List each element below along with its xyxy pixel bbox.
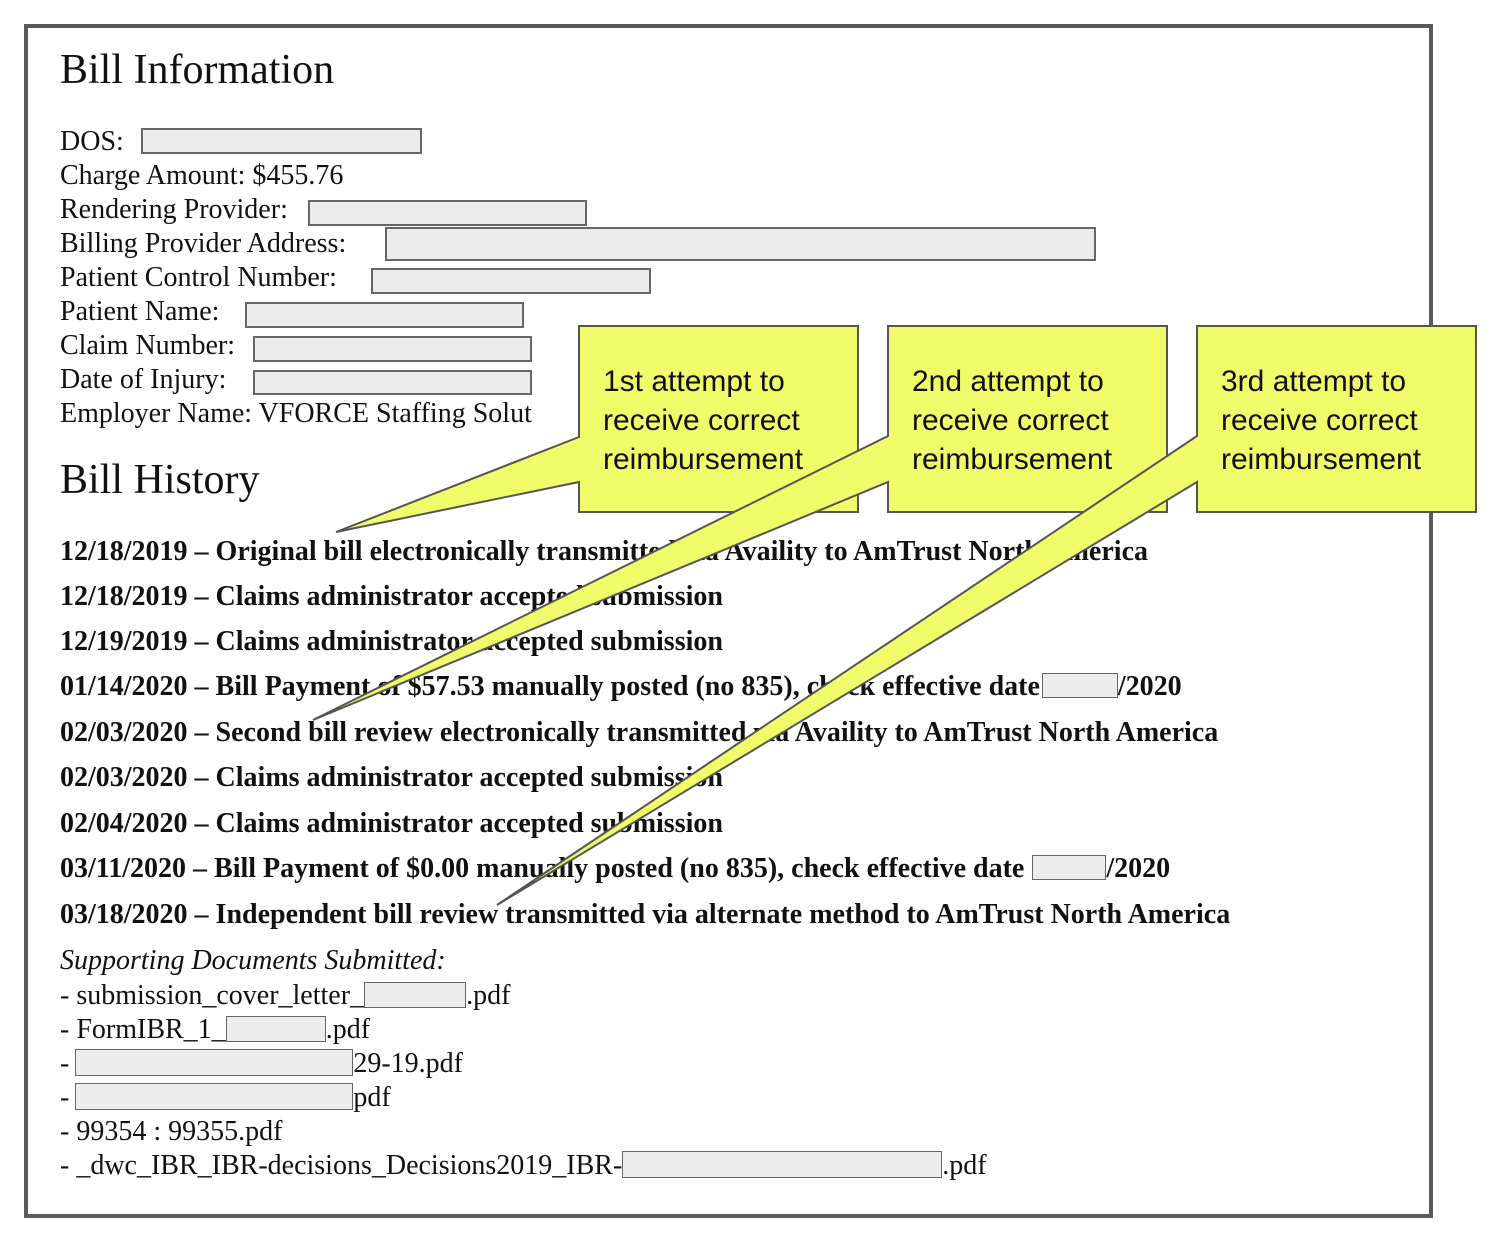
bill-information-title: Bill Information xyxy=(60,47,335,93)
history-entry: 02/03/2020 – Second bill review electron… xyxy=(60,717,1219,748)
callout-3-bubble xyxy=(496,325,1477,906)
doc-suffix: pdf xyxy=(353,1082,391,1113)
redacted-billing-address xyxy=(385,227,1096,261)
callout-2-text: 2nd attempt to receive correct reimburse… xyxy=(912,365,1113,476)
history-entry: 01/14/2020 – Bill Payment of $57.53 manu… xyxy=(60,671,1182,703)
callout-1-text: 1st attempt to receive correct reimburse… xyxy=(603,365,804,476)
history-entry: 12/18/2019 – Original bill electronicall… xyxy=(60,536,1148,567)
redacted-filename xyxy=(75,1083,354,1110)
bill-history-title: Bill History xyxy=(60,457,260,503)
redacted-patient-control-number xyxy=(371,268,651,294)
doc-suffix: 29-19.pdf xyxy=(353,1048,463,1079)
document-item: - submission_cover_letter_ .pdf xyxy=(60,980,510,1012)
billing-provider-address-label: Billing Provider Address: xyxy=(60,228,347,259)
employer-name: Employer Name: VFORCE Staffing Solut xyxy=(60,398,532,429)
history-entry: 03/18/2020 – Independent bill review tra… xyxy=(60,899,1231,930)
claim-number-label: Claim Number: xyxy=(60,330,235,361)
redacted-date xyxy=(1041,673,1118,698)
document-frame xyxy=(24,24,1433,1218)
doc-suffix: .pdf xyxy=(942,1150,987,1181)
redacted-filename xyxy=(225,1016,326,1042)
doc-suffix: .pdf xyxy=(325,1014,371,1045)
redacted-rendering-provider xyxy=(308,200,587,226)
doc-prefix: - xyxy=(60,1082,70,1113)
history-entry-suffix: /2020 xyxy=(1106,853,1171,884)
history-entry-suffix: /2020 xyxy=(1117,671,1182,702)
doc-prefix: - _dwc_IBR_IBR-decisions_Decisions2019_I… xyxy=(60,1150,623,1181)
redacted-dos xyxy=(141,128,422,154)
document-item: - pdf xyxy=(60,1082,391,1114)
supporting-documents-title: Supporting Documents Submitted: xyxy=(60,945,446,976)
redacted-date-of-injury xyxy=(253,370,532,395)
patient-name-label: Patient Name: xyxy=(60,296,220,327)
redacted-filename xyxy=(622,1151,943,1178)
callout-2-bubble xyxy=(312,325,1168,721)
doc-prefix: - submission_cover_letter_ xyxy=(60,980,365,1011)
redacted-patient-name xyxy=(245,302,524,328)
document-item: - FormIBR_1_ .pdf xyxy=(60,1014,370,1046)
charge-amount: Charge Amount: $455.76 xyxy=(60,160,344,191)
rendering-provider-label: Rendering Provider: xyxy=(60,194,288,225)
date-of-injury-label: Date of Injury: xyxy=(60,364,227,395)
doc-suffix: .pdf xyxy=(466,980,511,1011)
redacted-date xyxy=(1032,855,1107,880)
redacted-claim-number xyxy=(253,336,532,362)
doc-prefix: - FormIBR_1_ xyxy=(60,1014,226,1045)
document-item: - 29-19.pdf xyxy=(60,1048,463,1080)
callout-1-bubble xyxy=(335,325,859,533)
callout-3-text: 3rd attempt to receive correct reimburse… xyxy=(1221,365,1422,476)
history-entry: 12/19/2019 – Claims administrator accept… xyxy=(60,626,723,657)
document-item: - _dwc_IBR_IBR-decisions_Decisions2019_I… xyxy=(60,1150,987,1182)
redacted-filename xyxy=(364,982,467,1008)
document-item: - 99354 : 99355.pdf xyxy=(60,1116,283,1147)
history-entry: 02/03/2020 – Claims administrator accept… xyxy=(60,762,723,793)
doc-prefix: - xyxy=(60,1048,70,1079)
redacted-filename xyxy=(75,1049,354,1076)
patient-control-number-label: Patient Control Number: xyxy=(60,262,337,293)
dos-label: DOS: xyxy=(60,126,124,157)
